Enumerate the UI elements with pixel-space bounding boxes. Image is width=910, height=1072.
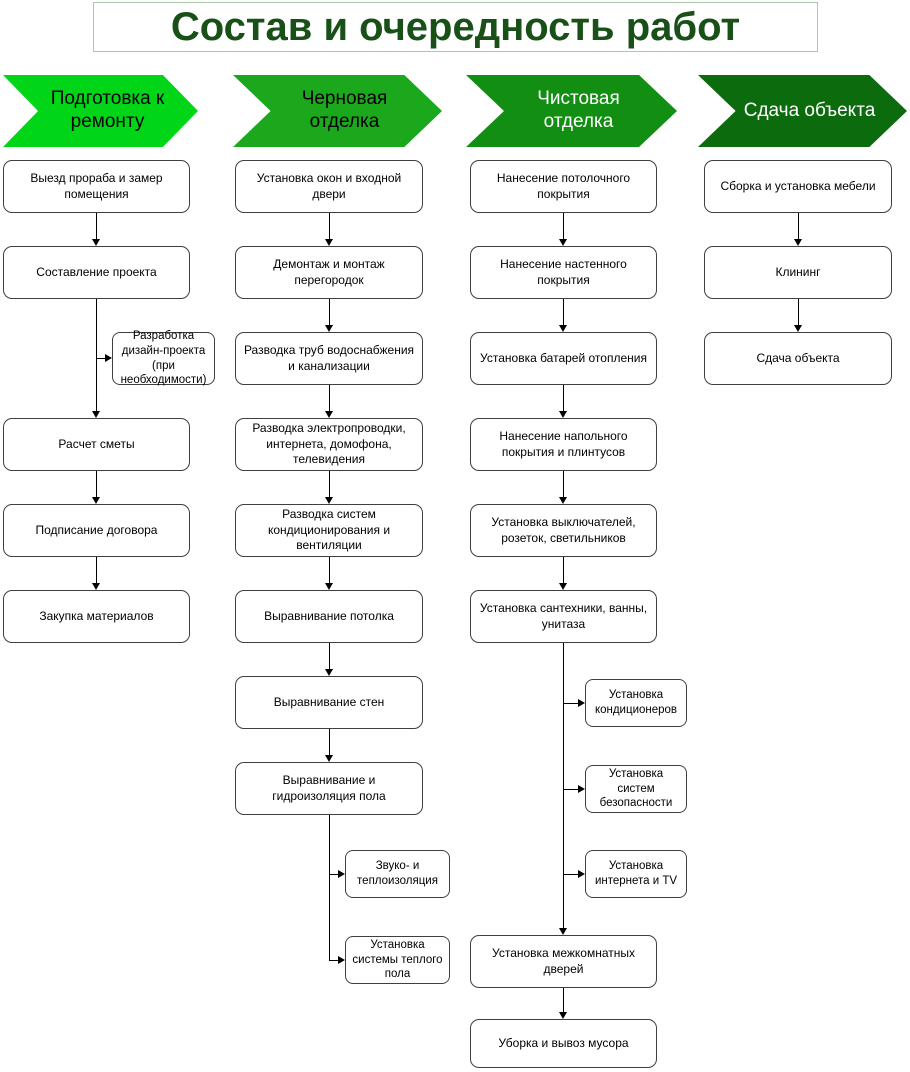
connector-arrowhead-down bbox=[559, 1012, 567, 1019]
connector-arrowhead-down bbox=[325, 497, 333, 504]
connector-arrowhead-right bbox=[105, 354, 112, 362]
phase-label: Чистовая отделка bbox=[537, 88, 620, 132]
page-title: Состав и очередность работ bbox=[93, 2, 818, 52]
connector-arrowhead-down bbox=[325, 583, 333, 590]
connector-arrowhead-down bbox=[559, 239, 567, 246]
step-box: Установка межкомнатных дверей bbox=[470, 935, 657, 988]
step-box: Установка окон и входной двери bbox=[235, 160, 423, 213]
phase-arrow-handover: Сдача объекта bbox=[698, 75, 907, 147]
connector-arrowhead-down bbox=[559, 325, 567, 332]
step-box: Установка выключателей, розеток, светиль… bbox=[470, 504, 657, 557]
connector-arrowhead-down bbox=[559, 497, 567, 504]
connector-line bbox=[329, 729, 330, 755]
step-box: Закупка материалов bbox=[3, 590, 190, 643]
connector-line bbox=[329, 643, 330, 669]
phase-label: Черновая отделка bbox=[301, 88, 388, 132]
connector-line bbox=[96, 557, 97, 583]
step-box: Клининг bbox=[704, 246, 892, 299]
connector-arrowhead-down bbox=[325, 755, 333, 762]
connector-arrowhead-down bbox=[794, 239, 802, 246]
step-box: Уборка и вывоз мусора bbox=[470, 1019, 657, 1068]
step-box: Нанесение потолочного покрытия bbox=[470, 160, 657, 213]
side-step-box: Установка интернета и TV bbox=[585, 850, 687, 898]
connector-arrowhead-down bbox=[92, 411, 100, 418]
connector-line bbox=[563, 643, 564, 928]
connector-arrowhead-right bbox=[338, 956, 345, 964]
step-box: Выравнивание стен bbox=[235, 676, 423, 729]
step-box: Разводка труб водоснабжения и канализаци… bbox=[235, 332, 423, 385]
side-step-box: Звуко- и теплоизоляция bbox=[345, 850, 450, 898]
connector-line bbox=[563, 703, 578, 704]
connector-arrowhead-down bbox=[559, 583, 567, 590]
connector-arrowhead-down bbox=[794, 325, 802, 332]
connector-line bbox=[329, 815, 330, 960]
connector-line bbox=[329, 213, 330, 239]
step-box: Разводка систем кондиционирования и вент… bbox=[235, 504, 423, 557]
connector-arrowhead-down bbox=[92, 497, 100, 504]
connector-arrowhead-right bbox=[578, 870, 585, 878]
connector-line bbox=[329, 385, 330, 411]
step-box: Расчет сметы bbox=[3, 418, 190, 471]
step-box: Разводка электропроводки, интернета, дом… bbox=[235, 418, 423, 471]
connector-line bbox=[563, 988, 564, 1012]
connector-arrowhead-down bbox=[325, 325, 333, 332]
connector-line bbox=[96, 358, 105, 359]
step-box: Нанесение настенного покрытия bbox=[470, 246, 657, 299]
step-box: Выезд прораба и замер помещения bbox=[3, 160, 190, 213]
step-box: Сдача объекта bbox=[704, 332, 892, 385]
connector-arrowhead-down bbox=[92, 239, 100, 246]
connector-arrowhead-down bbox=[559, 928, 567, 935]
connector-line bbox=[563, 385, 564, 411]
connector-line bbox=[329, 960, 338, 961]
connector-line bbox=[329, 557, 330, 583]
phase-arrow-fine-finish: Чистовая отделка bbox=[466, 75, 677, 147]
connector-arrowhead-down bbox=[325, 669, 333, 676]
connector-line bbox=[563, 299, 564, 325]
phase-arrow-preparation: Подготовка к ремонту bbox=[3, 75, 198, 147]
connector-line bbox=[96, 213, 97, 239]
connector-line bbox=[96, 299, 97, 411]
step-box: Нанесение напольного покрытия и плинтусо… bbox=[470, 418, 657, 471]
phase-arrow-rough-finish: Черновая отделка bbox=[233, 75, 442, 147]
connector-arrowhead-down bbox=[325, 239, 333, 246]
connector-line bbox=[329, 471, 330, 497]
connector-line bbox=[798, 213, 799, 239]
side-step-box: Установка кондиционеров bbox=[585, 679, 687, 727]
connector-line bbox=[563, 874, 578, 875]
connector-line bbox=[563, 789, 578, 790]
step-box: Подписание договора bbox=[3, 504, 190, 557]
connector-arrowhead-down bbox=[92, 583, 100, 590]
side-step-box: Разработка дизайн-проекта (при необходим… bbox=[112, 330, 215, 386]
step-box: Выравнивание потолка bbox=[235, 590, 423, 643]
connector-arrowhead-right bbox=[338, 870, 345, 878]
connector-line bbox=[798, 299, 799, 325]
connector-line bbox=[563, 213, 564, 239]
step-box: Составление проекта bbox=[3, 246, 190, 299]
connector-arrowhead-right bbox=[578, 785, 585, 793]
connector-line bbox=[563, 471, 564, 497]
phase-label: Сдача объекта bbox=[743, 99, 876, 121]
connector-line bbox=[329, 874, 338, 875]
phase-label: Подготовка к ремонту bbox=[50, 88, 165, 132]
connector-arrowhead-down bbox=[325, 411, 333, 418]
connector-line bbox=[96, 471, 97, 497]
connector-line bbox=[563, 557, 564, 583]
step-box: Установка батарей отопления bbox=[470, 332, 657, 385]
step-box: Установка сантехники, ванны, унитаза bbox=[470, 590, 657, 643]
connector-arrowhead-right bbox=[578, 699, 585, 707]
step-box: Демонтаж и монтаж перегородок bbox=[235, 246, 423, 299]
step-box: Сборка и установка мебели bbox=[704, 160, 892, 213]
step-box: Выравнивание и гидроизоляция пола bbox=[235, 762, 423, 815]
side-step-box: Установка системы теплого пола bbox=[345, 936, 450, 984]
connector-arrowhead-down bbox=[559, 411, 567, 418]
side-step-box: Установка систем безопасности bbox=[585, 765, 687, 813]
connector-line bbox=[329, 299, 330, 325]
